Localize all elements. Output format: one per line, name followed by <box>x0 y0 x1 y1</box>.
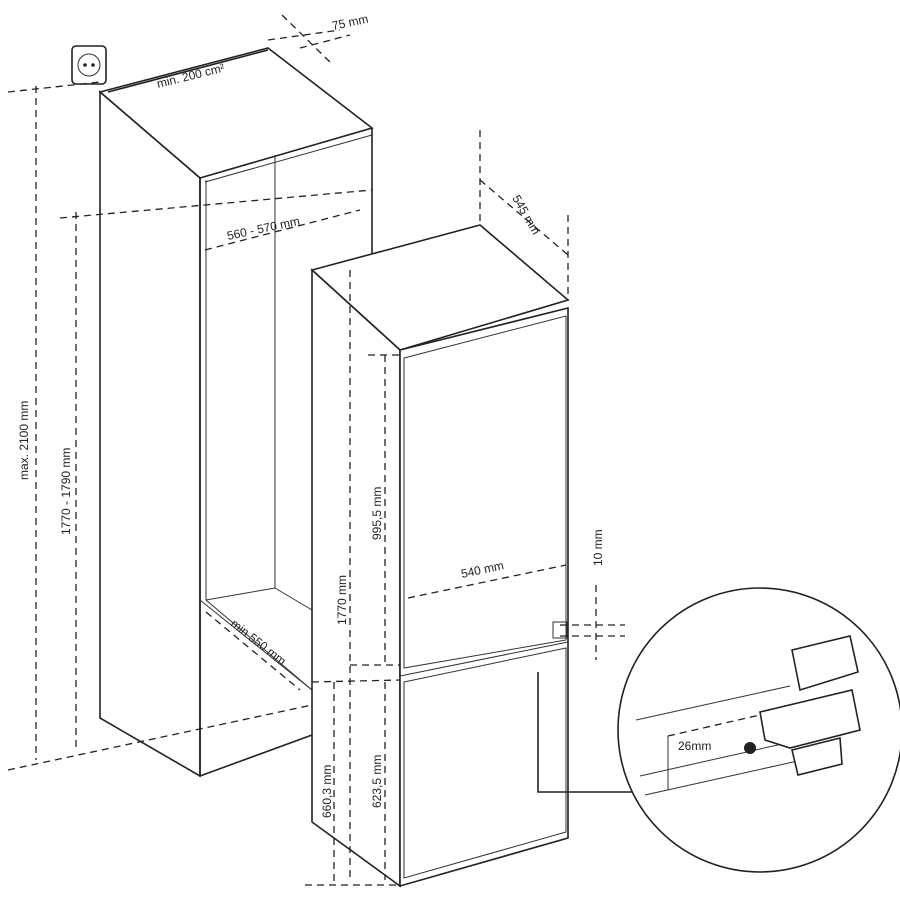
label-lower-section-height: 660,3 mm <box>320 765 334 818</box>
label-lower-door-height: 623,5 mm <box>370 755 384 808</box>
label-max-height: max. 2100 mm <box>17 401 31 480</box>
niche-cabinet <box>98 47 374 778</box>
label-door-gap: 10 mm <box>591 529 605 566</box>
dimension-lines <box>7 14 625 886</box>
label-vent-depth: 75 mm <box>331 12 370 33</box>
label-niche-height: 1770 - 1790 mm <box>59 448 73 535</box>
label-appliance-height: 1770 mm <box>335 575 349 625</box>
label-niche-width: 560 - 570 mm <box>226 214 301 243</box>
label-niche-depth: min 550 mm <box>228 616 289 668</box>
label-hinge-offset: 26mm <box>678 739 711 753</box>
label-appliance-depth: 545 mm <box>509 193 543 238</box>
hinge-detail-magnifier <box>537 587 900 873</box>
power-socket-icon <box>71 45 107 85</box>
label-upper-door-height: 995,5 mm <box>370 487 384 540</box>
